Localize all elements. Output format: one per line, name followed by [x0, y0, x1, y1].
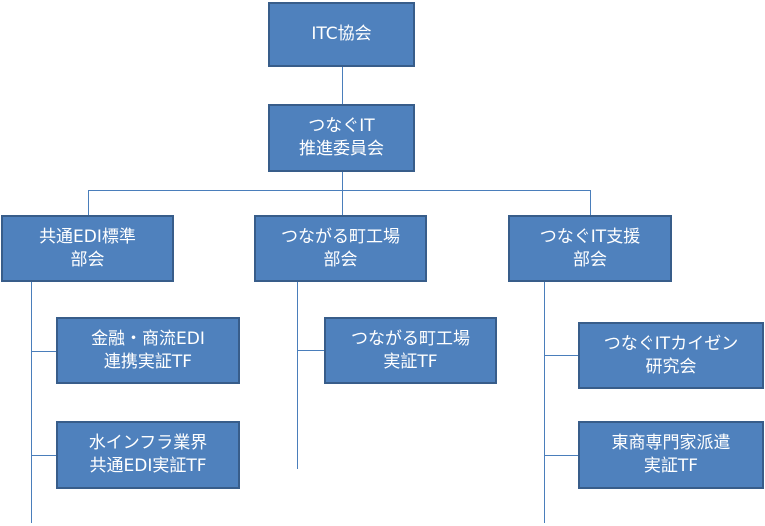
connector-department-bus — [88, 190, 590, 191]
connector-dept3-trunk — [544, 282, 545, 523]
node-committee-line1: つなぐIT — [308, 116, 375, 136]
connector-dept3-child1 — [544, 355, 578, 356]
connector-bus-dept1 — [88, 190, 89, 215]
node-department-1-line1: 共通EDI標準 — [39, 226, 136, 247]
node-department-3-child-2: 東商専門家派遣 実証TF — [578, 421, 764, 489]
connector-dept1-child2 — [31, 455, 56, 456]
node-department-3-child-2-line2: 実証TF — [643, 456, 699, 476]
connector-root-committee — [342, 67, 343, 104]
node-department-2-child-1-line1: つながる町工場 — [351, 328, 470, 349]
connector-dept1-child1 — [31, 351, 56, 352]
node-department-1-line2: 部会 — [70, 249, 105, 270]
node-department-1-child-2-line2: 共通EDI実証TF — [89, 456, 207, 476]
node-department-3-line1: つなぐIT支援 — [539, 226, 641, 247]
node-department-3: つなぐIT支援 部会 — [508, 215, 672, 282]
node-department-1-child-1-line1: 金融・商流EDI — [91, 328, 205, 349]
node-department-3-line2: 部会 — [573, 249, 607, 270]
connector-dept3-child2 — [544, 455, 578, 456]
connector-bus-dept3 — [590, 190, 591, 215]
node-department-2-child-1: つながる町工場 実証TF — [324, 317, 497, 384]
node-department-1-child-2-line1: 水インフラ業界 — [88, 433, 208, 453]
connector-dept1-trunk — [31, 282, 32, 523]
node-department-2-line1: つながる町工場 — [281, 226, 400, 247]
node-root: ITC協会 — [268, 2, 415, 67]
node-department-3-child-2-line1: 東商専門家派遣 — [611, 433, 731, 453]
connector-bus-dept2 — [342, 190, 343, 215]
node-department-3-child-1: つなぐITカイゼン 研究会 — [578, 322, 764, 389]
node-root-line1: ITC協会 — [311, 24, 372, 44]
node-department-2: つながる町工場 部会 — [254, 215, 427, 282]
node-department-1-child-2: 水インフラ業界 共通EDI実証TF — [56, 421, 240, 489]
node-committee: つなぐIT 推進委員会 — [268, 104, 415, 172]
node-committee-line2: 推進委員会 — [299, 139, 384, 159]
connector-dept2-child1 — [297, 350, 324, 351]
node-department-2-line2: 部会 — [323, 249, 358, 270]
connector-dept2-trunk — [297, 282, 298, 469]
node-department-2-child-1-line2: 実証TF — [383, 351, 438, 372]
node-department-1-child-1-line2: 連携実証TF — [103, 351, 193, 372]
node-department-1-child-1: 金融・商流EDI 連携実証TF — [56, 317, 240, 384]
node-department-1: 共通EDI標準 部会 — [1, 215, 174, 282]
node-department-3-child-1-line2: 研究会 — [645, 356, 697, 377]
node-department-3-child-1-line1: つなぐITカイゼン — [603, 333, 739, 354]
connector-committee-bus — [342, 172, 343, 190]
